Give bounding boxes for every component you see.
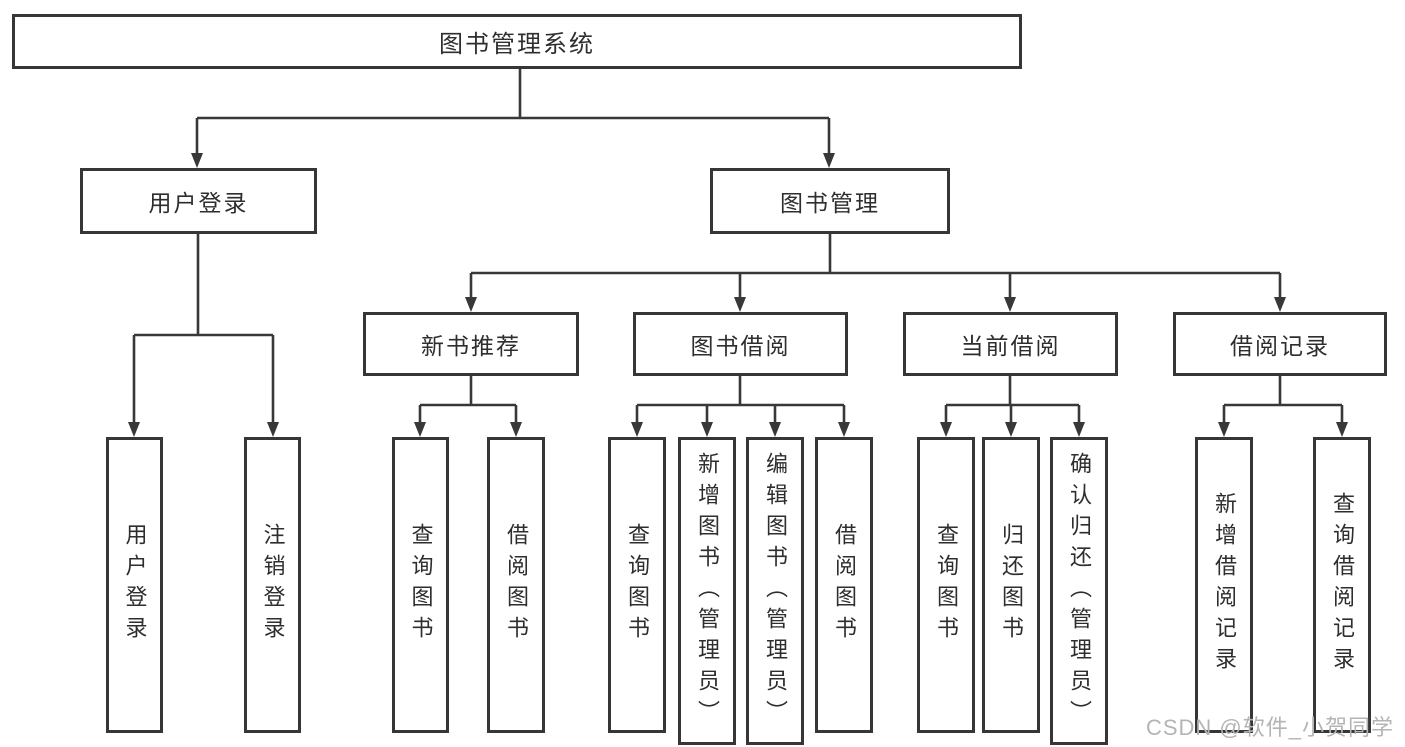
node-label: 图书管理 (780, 190, 880, 216)
leaf-add-borrow-record: 新增借阅记录 (1195, 437, 1253, 733)
leaf-logout: 注销登录 (244, 437, 301, 733)
leaf-borrow-books-newrec: 借阅图书 (487, 437, 545, 733)
leaf-query-books-current: 查询图书 (917, 437, 975, 733)
node-label: 归还图书 (999, 523, 1024, 647)
node-new-book-recommendation: 新书推荐 (363, 312, 579, 376)
node-label: 新增借阅记录 (1212, 492, 1237, 678)
leaf-edit-book-admin: 编辑图书（管理员） (746, 437, 804, 745)
node-label: 用户登录 (148, 190, 249, 216)
node-library-management-system: 图书管理系统 (12, 14, 1022, 69)
node-label: 查询图书 (625, 523, 650, 647)
node-label: 当前借阅 (960, 333, 1061, 359)
node-current-borrowing: 当前借阅 (903, 312, 1118, 376)
node-label: 查询图书 (408, 523, 434, 647)
node-label: 借阅记录 (1230, 333, 1330, 359)
node-label: 查询图书 (934, 523, 959, 647)
leaf-query-books-newrec: 查询图书 (392, 437, 449, 733)
leaf-query-books-borrow: 查询图书 (608, 437, 666, 733)
leaf-confirm-return-admin: 确认归还（管理员） (1050, 437, 1108, 745)
leaf-query-borrow-record: 查询借阅记录 (1313, 437, 1371, 733)
node-label: 图书管理系统 (439, 31, 595, 58)
node-book-management: 图书管理 (710, 168, 950, 234)
node-label: 新增图书（管理员） (695, 451, 720, 731)
leaf-user-login: 用户登录 (106, 437, 163, 733)
node-label: 确认归还（管理员） (1067, 451, 1092, 731)
leaf-return-book: 归还图书 (982, 437, 1040, 733)
node-borrowing-records: 借阅记录 (1173, 312, 1387, 376)
node-label: 编辑图书（管理员） (763, 451, 788, 731)
node-label: 图书借阅 (690, 333, 791, 359)
leaf-borrow-books: 借阅图书 (815, 437, 873, 733)
node-label: 借阅图书 (504, 523, 529, 647)
leaf-add-book-admin: 新增图书（管理员） (678, 437, 736, 745)
node-book-borrowing: 图书借阅 (633, 312, 848, 376)
node-label: 注销登录 (260, 523, 286, 647)
node-user-login: 用户登录 (80, 168, 317, 234)
node-label: 用户登录 (122, 523, 148, 647)
node-label: 查询借阅记录 (1330, 492, 1355, 678)
node-label: 借阅图书 (832, 523, 857, 647)
node-label: 新书推荐 (421, 333, 521, 359)
